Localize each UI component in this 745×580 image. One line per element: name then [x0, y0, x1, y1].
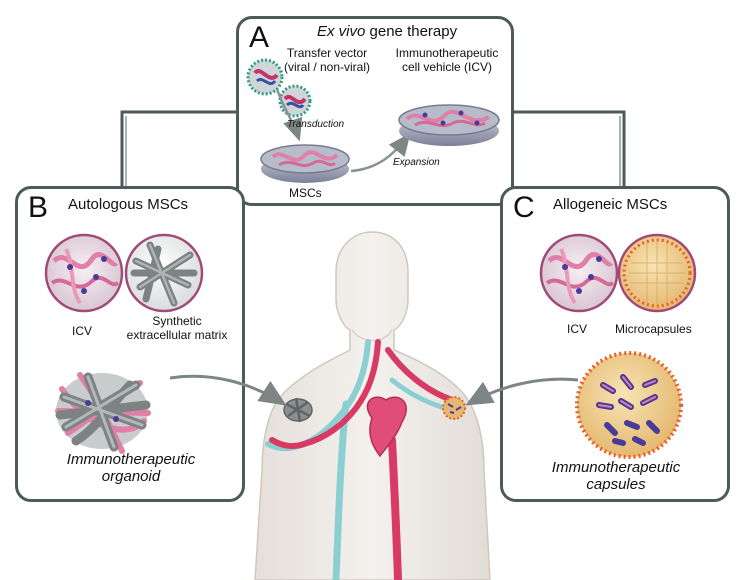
- panel-a-letter: A: [249, 21, 270, 54]
- transfer-vector-virus-icon: [246, 58, 284, 96]
- panel-c-title: Allogeneic MSCs: [553, 196, 668, 213]
- icv-cells-circle: [44, 233, 124, 313]
- panel-b-letter: B: [28, 191, 49, 224]
- synthetic-matrix-circle: [124, 233, 204, 313]
- implanted-capsule: [442, 396, 466, 420]
- panel-a-ex-vivo-gene-therapy: A Ex vivo gene therapy Transfer vector (…: [236, 16, 514, 206]
- organoid-label-line1: Immunotherapeutic: [66, 451, 196, 468]
- expansion-label: Expansion: [393, 157, 440, 168]
- panel-a-title-italic: Ex vivo: [317, 23, 366, 40]
- panel-b-icv-label: ICV: [72, 324, 93, 338]
- panel-a-title: Ex vivo gene therapy: [317, 23, 457, 40]
- icv-culture-dish: [398, 104, 500, 146]
- panel-b-title: Autologous MSCs: [68, 196, 189, 213]
- icv-cells-circle: [539, 233, 619, 313]
- panel-a-artwork: [246, 58, 500, 183]
- transduction-virus-icon: [278, 84, 312, 118]
- synthetic-matrix-label-line2: extracellular matrix: [126, 327, 228, 342]
- capsules-label: Immunotherapeutic capsules: [509, 459, 723, 494]
- msc-culture-dish: [260, 144, 350, 183]
- mscs-label: MSCs: [289, 186, 322, 200]
- icv-label: Immunotherapeutic cell vehicle (ICV): [385, 46, 509, 75]
- microcapsules-label: Microcapsules: [615, 322, 692, 336]
- capsules-label-line2: capsules: [586, 476, 646, 494]
- panel-c-allogeneic-mscs: C Allogeneic MSCs ICV Microcapsules Immu…: [500, 186, 730, 502]
- panel-c-icv-label: ICV: [567, 322, 588, 336]
- icv-label-line2: cell vehicle (ICV): [401, 59, 493, 74]
- transfer-vector-label-line2: (viral / non-viral): [283, 59, 370, 74]
- human-body-illustration: [254, 231, 491, 580]
- implanted-organoid: [283, 397, 313, 423]
- panel-c-artwork: [539, 233, 697, 459]
- immunotherapeutic-organoid-image: [55, 372, 151, 454]
- panel-a-title-rest: gene therapy: [365, 23, 458, 40]
- synthetic-matrix-label-line1: Synthetic: [152, 314, 202, 328]
- synthetic-matrix-label: Synthetic extracellular matrix: [114, 314, 240, 343]
- panel-c-letter: C: [513, 191, 535, 224]
- transduction-label: Transduction: [287, 119, 345, 130]
- panel-b-autologous-mscs: B Autologous MSCs ICV Synthetic extracel…: [15, 186, 245, 502]
- organoid-label: Immunotherapeutic organoid: [24, 451, 238, 486]
- transfer-vector-label-line1: Transfer vector: [286, 46, 368, 60]
- icv-label-line1: Immunotherapeutic: [395, 46, 499, 60]
- capsules-label-line1: Immunotherapeutic: [551, 459, 681, 476]
- organoid-label-line2: organoid: [101, 468, 161, 486]
- panel-b-artwork: [44, 233, 204, 454]
- transfer-vector-label: Transfer vector (viral / non-viral): [277, 46, 377, 75]
- immunotherapeutic-capsule-image: [575, 351, 683, 459]
- microcapsule-circle: [617, 233, 697, 313]
- panel-connectors: [120, 110, 626, 190]
